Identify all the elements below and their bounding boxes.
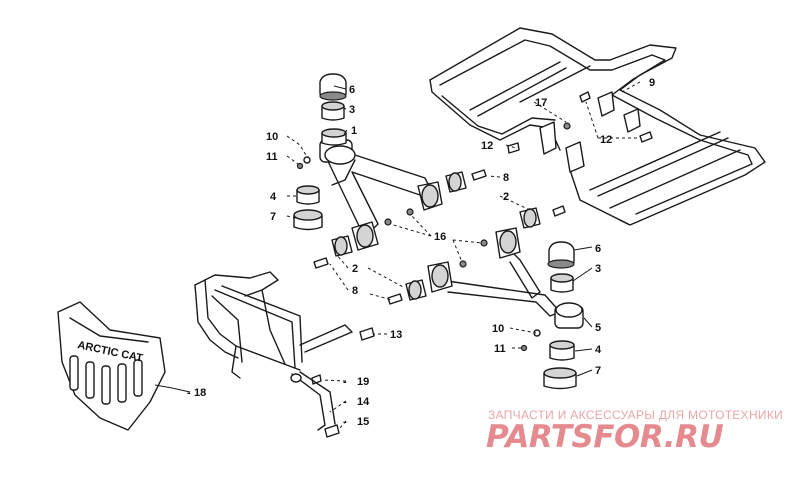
lower-kingpin-stack [543,241,577,390]
callout-6-lower: 6 [595,243,601,255]
callout-4-lower: 4 [595,344,602,356]
upper-kingpin-stack [293,73,347,231]
front-bumper [194,271,353,431]
callout-8-upper: 8 [503,172,509,184]
callout-2-upper: 2 [503,191,509,203]
callout-6-upper: 6 [349,84,355,96]
callout-7-upper: 7 [270,211,276,223]
callout-12-right: 12 [600,134,612,146]
callout-18-dash: - [187,387,191,399]
callout-3-upper: 3 [349,104,355,116]
callout-18: 18 [194,387,206,399]
callout-5: 5 [595,322,601,334]
callout-13: 13 [390,329,402,341]
callout-15-dash: - [343,416,347,428]
front-grille-cover: ARCTIC CAT [57,301,166,431]
watermark-logo: PARTSFOR.RU [486,419,724,455]
callout-19: 19 [357,376,369,388]
upper-a-arm [319,139,443,251]
callout-11-upper: 11 [266,151,278,163]
leader-lines [154,81,641,429]
callout-14-dash: - [343,396,347,408]
watermark-tagline: ЗАПЧАСТИ И АКСЕССУАРЫ ДЛЯ МОТОТЕХНИКИ [488,408,784,422]
callout-7-lower: 7 [595,365,601,377]
callout-14: 14 [357,396,370,408]
rear-rack [429,27,766,226]
callout-9: 9 [649,77,655,89]
callout-10-lower: 10 [492,323,504,335]
fasteners [296,91,653,438]
callout-19-dash: - [343,376,347,388]
callout-1: 1 [351,125,357,137]
part-callouts: 6 3 1 10 11 4 7 8 2 12 17 12 9 16 2 8 6 … [187,77,655,428]
lower-a-arm [427,227,584,329]
callout-8-lower: 8 [352,285,358,297]
callout-15: 15 [357,416,369,428]
callout-10-upper: 10 [266,131,278,143]
callout-12-left: 12 [481,140,493,152]
callout-11-lower: 11 [494,343,506,355]
callout-3-lower: 3 [595,263,601,275]
callout-17: 17 [535,97,547,109]
callout-2-lower: 2 [352,263,358,275]
callout-16: 16 [434,231,446,243]
callout-4-upper: 4 [270,191,277,203]
bushings [331,171,541,301]
